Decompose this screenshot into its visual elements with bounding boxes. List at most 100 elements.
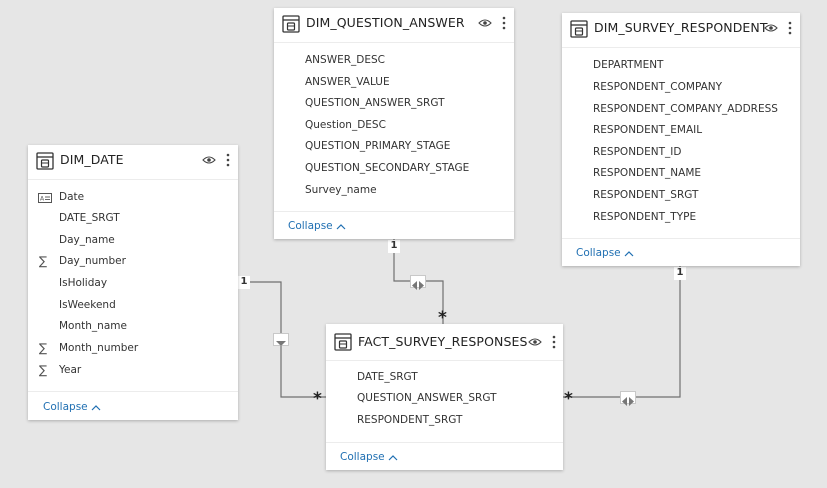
field-name: RESPONDENT_NAME — [593, 167, 702, 179]
table-icon — [282, 15, 300, 33]
calendar-text-icon: A — [38, 193, 52, 203]
field-row[interactable]: QUESTION_PRIMARY_STAGE — [274, 140, 514, 158]
field-name: RESPONDENT_COMPANY_ADDRESS — [593, 103, 778, 115]
table-icon — [334, 333, 352, 351]
field-row[interactable]: IsWeekend — [28, 299, 238, 317]
field-row[interactable]: Month_name — [28, 320, 238, 338]
field-name: ANSWER_DESC — [305, 54, 385, 66]
table-card-dim-survey-respondent[interactable]: DIM_SURVEY_RESPONDENT DEPARTMENT RESPOND… — [562, 13, 800, 266]
table-title: DIM_SURVEY_RESPONDENT — [594, 20, 768, 35]
filter-direction-both-respondent[interactable] — [620, 391, 636, 406]
field-name: DATE_SRGT — [357, 371, 418, 383]
field-name: QUESTION_ANSWER_SRGT — [305, 97, 445, 109]
field-row[interactable]: RESPONDENT_COMPANY — [562, 81, 800, 99]
field-name: Year — [59, 364, 82, 376]
svg-text:A: A — [40, 196, 45, 203]
sigma-icon: ∑ — [39, 363, 48, 377]
field-name: RESPONDENT_EMAIL — [593, 124, 703, 136]
field-row[interactable]: Survey_name — [274, 184, 514, 202]
table-title: DIM_QUESTION_ANSWER — [306, 15, 465, 30]
collapse-link[interactable]: Collapse — [288, 220, 346, 232]
filter-direction-single-date[interactable] — [273, 333, 289, 346]
field-row[interactable]: RESPONDENT_SRGT — [326, 414, 563, 432]
table-header[interactable]: FACT_SURVEY_RESPONSES — [326, 324, 563, 354]
divider — [28, 391, 238, 392]
field-row[interactable]: RESPONDENT_ID — [562, 146, 800, 164]
divider — [274, 211, 514, 212]
field-name: RESPONDENT_SRGT — [357, 414, 463, 426]
field-row[interactable]: RESPONDENT_SRGT — [562, 189, 800, 207]
field-row[interactable]: ∑ Day_number — [28, 254, 238, 273]
table-card-fact-survey-responses[interactable]: FACT_SURVEY_RESPONSES DATE_SRGT QUESTION… — [326, 324, 563, 470]
field-row[interactable]: RESPONDENT_NAME — [562, 167, 800, 185]
eye-icon[interactable] — [764, 23, 778, 33]
collapse-link[interactable]: Collapse — [43, 401, 101, 413]
more-options-icon[interactable] — [788, 21, 792, 35]
field-row[interactable]: QUESTION_ANSWER_SRGT — [274, 97, 514, 115]
table-card-dim-date[interactable]: DIM_DATE A Date DATE_SRGT Day_name ∑ Day… — [28, 145, 238, 420]
more-options-icon[interactable] — [502, 16, 506, 30]
divider — [562, 47, 800, 48]
eye-icon[interactable] — [202, 155, 216, 165]
divider — [562, 238, 800, 239]
field-row[interactable]: QUESTION_SECONDARY_STAGE — [274, 162, 514, 180]
field-name: Date — [59, 191, 85, 203]
field-row[interactable]: DATE_SRGT — [326, 371, 563, 389]
collapse-label: Collapse — [288, 220, 333, 232]
field-name: Month_name — [59, 320, 127, 332]
field-row[interactable]: A Date — [28, 191, 238, 209]
field-name: Survey_name — [305, 184, 377, 196]
field-row[interactable]: IsHoliday — [28, 277, 238, 295]
arrows-both-icon — [622, 397, 634, 406]
arrows-both-icon — [412, 281, 424, 290]
field-name: QUESTION_PRIMARY_STAGE — [305, 140, 451, 152]
field-row[interactable]: ANSWER_VALUE — [274, 76, 514, 94]
field-name: QUESTION_ANSWER_SRGT — [357, 392, 497, 404]
field-row[interactable]: QUESTION_ANSWER_SRGT — [326, 392, 563, 410]
field-row[interactable]: DEPARTMENT — [562, 59, 800, 77]
chevron-up-icon — [388, 454, 398, 460]
field-row[interactable]: ∑ Year — [28, 363, 238, 382]
table-header[interactable]: DIM_QUESTION_ANSWER — [274, 8, 514, 38]
table-header[interactable]: DIM_SURVEY_RESPONDENT — [562, 13, 800, 43]
field-name: Day_number — [59, 255, 126, 267]
field-row[interactable]: DATE_SRGT — [28, 212, 238, 230]
table-title: FACT_SURVEY_RESPONSES — [358, 334, 528, 349]
field-row[interactable]: RESPONDENT_TYPE — [562, 211, 800, 229]
field-row[interactable]: RESPONDENT_EMAIL — [562, 124, 800, 142]
cardinality-many-question: * — [438, 308, 447, 328]
chevron-up-icon — [91, 404, 101, 410]
field-name: RESPONDENT_COMPANY — [593, 81, 723, 93]
table-header[interactable]: DIM_DATE — [28, 145, 238, 175]
more-options-icon[interactable] — [552, 335, 556, 349]
collapse-label: Collapse — [43, 401, 88, 413]
field-row[interactable]: ∑ Month_number — [28, 341, 238, 360]
field-row[interactable]: Question_DESC — [274, 119, 514, 137]
divider — [274, 42, 514, 43]
field-name: IsHoliday — [59, 277, 108, 289]
divider — [326, 442, 563, 443]
filter-direction-both-question[interactable] — [410, 275, 426, 290]
arrow-down-icon — [276, 341, 286, 346]
collapse-link[interactable]: Collapse — [340, 451, 398, 463]
collapse-link[interactable]: Collapse — [576, 247, 634, 259]
field-row[interactable]: RESPONDENT_COMPANY_ADDRESS — [562, 103, 800, 121]
field-name: Day_name — [59, 234, 115, 246]
field-name: Month_number — [59, 342, 139, 354]
eye-icon[interactable] — [478, 18, 492, 28]
relationship-line-respondent — [563, 266, 681, 398]
more-options-icon[interactable] — [226, 153, 230, 167]
eye-icon[interactable] — [528, 337, 542, 347]
table-card-dim-question-answer[interactable]: DIM_QUESTION_ANSWER ANSWER_DESC ANSWER_V… — [274, 8, 514, 239]
field-name: DATE_SRGT — [59, 212, 120, 224]
field-name: RESPONDENT_ID — [593, 146, 682, 158]
table-icon — [570, 20, 588, 38]
field-name: DEPARTMENT — [593, 59, 664, 71]
sigma-icon: ∑ — [39, 341, 48, 355]
chevron-up-icon — [624, 250, 634, 256]
cardinality-one-respondent: 1 — [674, 267, 686, 280]
field-row[interactable]: ANSWER_DESC — [274, 54, 514, 72]
field-row[interactable]: Day_name — [28, 234, 238, 252]
field-name: RESPONDENT_SRGT — [593, 189, 699, 201]
